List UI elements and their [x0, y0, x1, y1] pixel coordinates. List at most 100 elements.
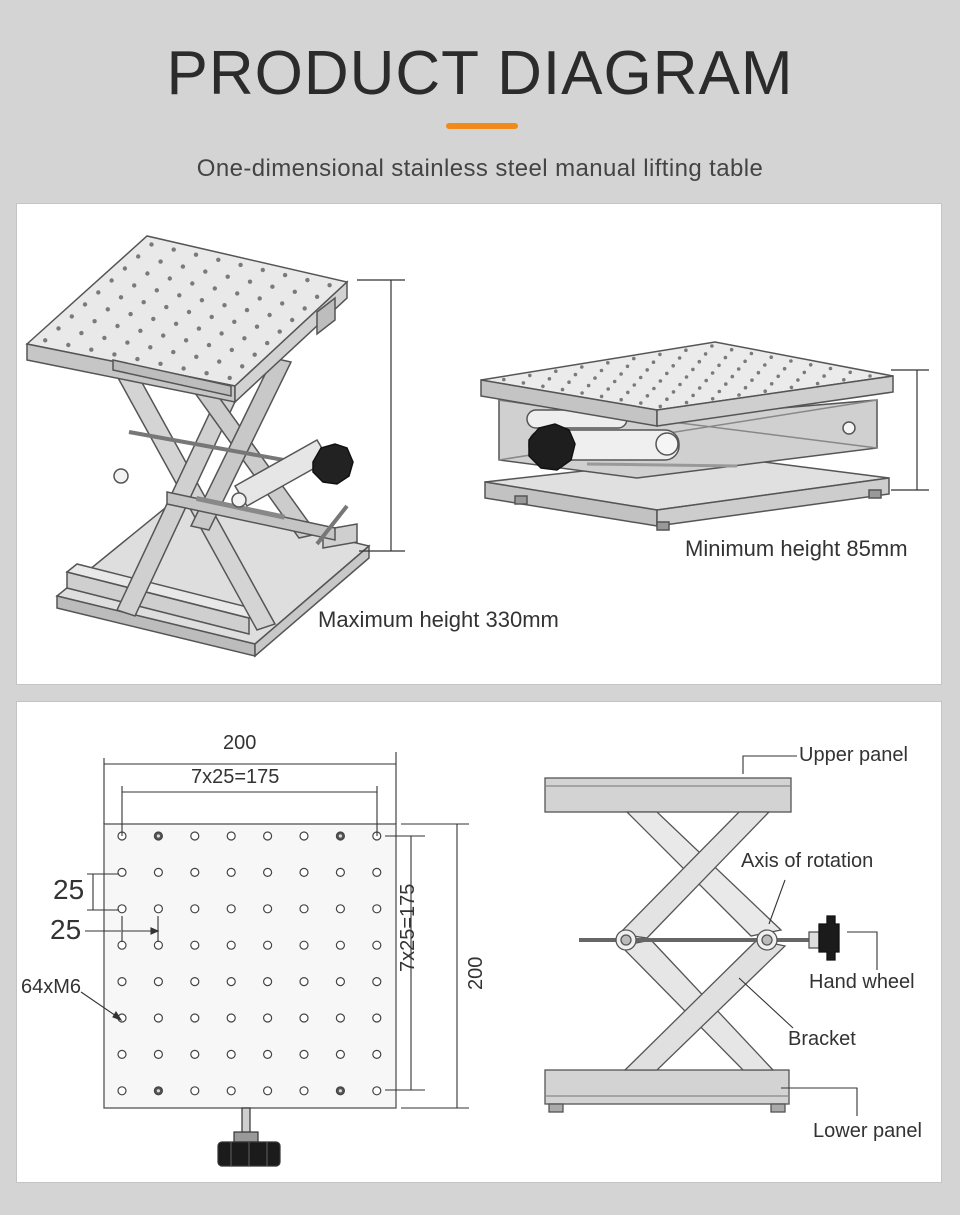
- mounting-hole: [842, 378, 846, 382]
- mounting-hole: [796, 378, 800, 382]
- mounting-hole: [299, 904, 309, 914]
- mounting-hole: [190, 1049, 200, 1059]
- mounting-hole: [684, 348, 688, 352]
- mounting-hole: [225, 274, 230, 279]
- mounting-hole: [196, 326, 202, 331]
- height-total-label: 200: [465, 956, 487, 990]
- mounting-hole: [372, 904, 382, 914]
- mounting-hole: [730, 374, 735, 379]
- mounting-hole: [299, 977, 309, 987]
- width-total-dimension: [103, 752, 397, 824]
- mounting-hole: [183, 338, 189, 343]
- height-total-dimension: [401, 823, 469, 1109]
- mounting-hole: [232, 319, 237, 324]
- page-title: PRODUCT DIAGRAM: [166, 39, 794, 108]
- collapsed-table-holes: [502, 344, 872, 409]
- mounting-hole: [782, 366, 787, 371]
- mounting-hole: [190, 831, 200, 841]
- mounting-hole: [789, 385, 794, 390]
- mounting-hole: [372, 1013, 382, 1023]
- mounting-hole: [190, 940, 200, 950]
- mounting-hole: [305, 277, 310, 283]
- mounting-hole: [240, 364, 245, 369]
- mounting-hole: [149, 242, 154, 247]
- expanded-table-illustration: [25, 235, 371, 658]
- mounting-hole: [710, 371, 715, 375]
- mounting-hole: [338, 1089, 342, 1093]
- mounting-hole: [186, 309, 192, 315]
- mounting-hole: [96, 290, 101, 295]
- mounting-hole: [177, 293, 182, 298]
- mounting-hole: [141, 300, 146, 305]
- mounting-hole: [808, 363, 813, 367]
- mounting-hole: [154, 288, 159, 293]
- side-view: [544, 755, 878, 1116]
- mounting-hole: [314, 294, 320, 299]
- mounting-hole: [756, 370, 761, 375]
- mounting-hole: [115, 323, 120, 329]
- collapsed-table-illustration: [480, 341, 894, 531]
- mounting-hole: [528, 373, 532, 378]
- mounting-hole: [102, 335, 107, 341]
- mounting-hole: [263, 1049, 273, 1059]
- mounting-hole: [335, 940, 345, 950]
- mounting-hole: [206, 342, 212, 348]
- mounting-hole: [263, 1086, 273, 1096]
- mounting-hole: [263, 904, 273, 914]
- mounting-hole: [828, 366, 833, 371]
- expanded-table-holes: [43, 242, 332, 381]
- width-total-label: 200: [223, 732, 257, 754]
- mounting-hole: [180, 264, 186, 269]
- mounting-hole: [167, 276, 172, 281]
- width-holes-label: 7x25=175: [191, 766, 280, 788]
- mounting-hole: [521, 381, 526, 385]
- mounting-hole: [302, 306, 307, 311]
- mounting-hole: [372, 977, 382, 987]
- max-height-dimension: [357, 279, 405, 552]
- hand-wheel-knob: [818, 915, 840, 961]
- mounting-hole: [117, 940, 127, 950]
- mounting-hole: [372, 1086, 382, 1096]
- mounting-hole: [252, 352, 257, 357]
- min-height-dimension: [891, 369, 929, 491]
- mounting-hole: [684, 400, 689, 405]
- mounting-hole: [194, 354, 199, 359]
- mounting-hole: [697, 386, 702, 390]
- mounting-hole: [226, 977, 236, 987]
- pitch-horizontal-label: 25: [50, 914, 82, 945]
- mounting-hole: [277, 329, 282, 334]
- mounting-hole: [216, 257, 221, 262]
- mounting-hole: [724, 382, 728, 386]
- mounting-hole: [227, 375, 232, 381]
- mounting-hole: [729, 347, 734, 352]
- mounting-hole: [125, 340, 130, 345]
- pitch-vertical-label: 25: [53, 874, 85, 905]
- mounting-hole: [242, 336, 247, 341]
- mounting-hole: [226, 940, 236, 950]
- mounting-hole: [815, 381, 820, 386]
- mounting-hole: [265, 340, 270, 346]
- mounting-hole: [710, 397, 715, 401]
- mounting-hole: [671, 390, 676, 394]
- mounting-hole: [619, 372, 623, 376]
- bracket-label: Bracket: [788, 1028, 856, 1050]
- mounting-hole: [190, 977, 200, 987]
- mounting-hole: [112, 352, 117, 357]
- mounting-hole: [109, 278, 114, 283]
- mounting-hole: [769, 355, 773, 359]
- page-subtitle: One-dimensional stainless steel manual l…: [196, 155, 764, 182]
- mounting-hole: [263, 831, 273, 841]
- mounting-hole: [153, 1013, 163, 1023]
- mounting-hole: [212, 286, 217, 291]
- mounting-hole: [164, 304, 169, 310]
- mounting-hole: [645, 394, 650, 398]
- mounting-hole: [136, 254, 141, 259]
- mounting-hole: [665, 397, 669, 401]
- mounting-hole: [776, 374, 780, 379]
- mounting-hole: [226, 904, 236, 914]
- mounting-hole: [217, 359, 222, 364]
- hand-wheel-label: Hand wheel: [809, 971, 915, 993]
- mounting-hole: [181, 366, 186, 371]
- mounting-hole: [789, 359, 793, 363]
- mounting-hole: [737, 393, 741, 397]
